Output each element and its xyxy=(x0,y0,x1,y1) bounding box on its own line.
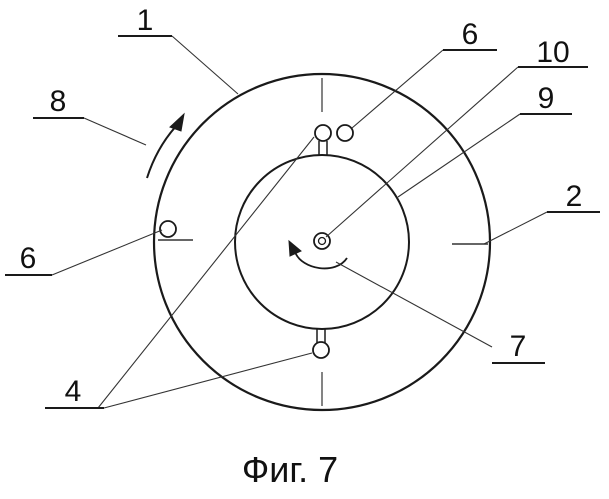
outer-rotation-arrow xyxy=(147,124,178,178)
pin-bottom xyxy=(313,342,329,358)
label-6-left: 6 xyxy=(20,242,37,275)
leader-6-left xyxy=(52,230,162,275)
leader-6-top xyxy=(352,50,443,128)
outer-rotation-arrowhead xyxy=(170,114,184,131)
leader-10 xyxy=(326,67,518,237)
ball-left xyxy=(160,221,176,237)
label-2: 2 xyxy=(566,180,583,213)
leader-4-a xyxy=(98,137,314,408)
label-4: 4 xyxy=(65,375,82,408)
leader-8 xyxy=(84,118,146,145)
inner-disc xyxy=(235,155,409,329)
label-1: 1 xyxy=(137,4,154,37)
label-8: 8 xyxy=(50,85,67,118)
leader-2 xyxy=(484,212,547,244)
leader-7 xyxy=(336,262,492,347)
center-axis-inner xyxy=(319,238,326,245)
label-10: 10 xyxy=(536,36,569,69)
inner-rotation-arrow xyxy=(295,252,347,268)
label-9: 9 xyxy=(538,82,555,115)
ball-top xyxy=(337,125,353,141)
pin-top xyxy=(315,125,331,141)
label-7: 7 xyxy=(510,330,527,363)
figure-caption: Фиг. 7 xyxy=(242,449,338,490)
leader-9 xyxy=(398,114,520,197)
leader-1 xyxy=(172,36,238,94)
label-6-top: 6 xyxy=(462,18,479,51)
inner-rotation-arrowhead xyxy=(289,241,301,256)
